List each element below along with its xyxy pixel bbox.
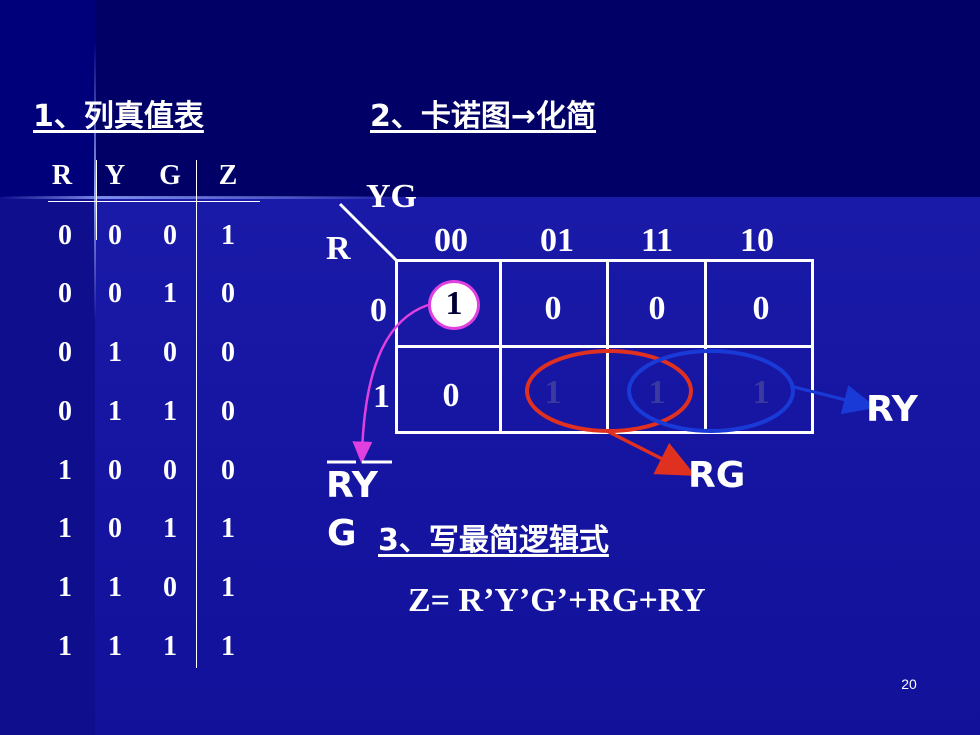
- table-cell: 1: [221, 513, 235, 544]
- kmap-row-label: 0: [370, 292, 387, 329]
- kmap-cell-value: 0: [752, 290, 770, 327]
- table-cell: 1: [221, 220, 235, 251]
- table-cell: 1: [163, 396, 177, 427]
- kmap-grid-line: [606, 259, 609, 434]
- table-cell: 1: [108, 337, 122, 368]
- heading-karnaugh-map: 2、卡诺图→化简: [370, 99, 597, 134]
- table-cell: 0: [221, 278, 235, 309]
- table-cell: 0: [221, 337, 235, 368]
- decorative-horizontal-line: [0, 196, 410, 199]
- table-cell: 1: [58, 513, 72, 544]
- kmap-cell-value: 0: [544, 290, 562, 327]
- kmap-cell-value: 1: [445, 285, 463, 322]
- ryg-arrow: [352, 303, 429, 464]
- kmap-cell-value: 1: [544, 374, 562, 411]
- rg-arrow: [604, 428, 696, 476]
- table-cell: 0: [58, 396, 72, 427]
- truth-table-header: Y: [104, 160, 126, 191]
- table-cell: 0: [58, 278, 72, 309]
- kmap-grid-line: [395, 259, 398, 434]
- rg-group-label: RG: [688, 455, 746, 496]
- kmap-grid-line: [704, 259, 707, 434]
- truth-table-header: Z: [218, 160, 238, 191]
- kmap-column-label: 00: [434, 222, 468, 259]
- ry-arrow: [789, 384, 877, 415]
- table-cell: 0: [58, 220, 72, 251]
- kmap-cell-value: 0: [648, 290, 666, 327]
- truth-table-header: R: [51, 160, 73, 191]
- table-cell: 0: [108, 513, 122, 544]
- kmap-grid-line: [395, 345, 814, 348]
- decorative-vertical-line: [94, 40, 96, 320]
- page-number: 20: [901, 676, 917, 692]
- ryg-group-label: RY: [326, 465, 378, 506]
- heading-logic-expression: 3、写最简逻辑式: [378, 523, 609, 558]
- table-cell: 0: [221, 396, 235, 427]
- table-cell: 1: [221, 572, 235, 603]
- table-cell: 0: [221, 455, 235, 486]
- kmap-grid-line: [499, 259, 502, 434]
- ry-group-loop: [627, 349, 795, 433]
- table-cell: 1: [108, 396, 122, 427]
- ryg-group-label-wrap: G: [327, 513, 357, 554]
- truth-table-header: G: [159, 160, 181, 191]
- table-cell: 1: [163, 513, 177, 544]
- truth-table-divider-2: [196, 160, 197, 668]
- kmap-column-variable: YG: [366, 178, 417, 215]
- rg-group-loop: [525, 349, 693, 433]
- kmap-minterm-circle: [428, 280, 480, 330]
- kmap-grid-line: [811, 259, 814, 434]
- table-cell: 1: [58, 572, 72, 603]
- truth-table-divider-1: [96, 160, 97, 240]
- kmap-column-label: 11: [640, 222, 674, 259]
- kmap-column-label: 01: [540, 222, 574, 259]
- kmap-row-label: 1: [373, 378, 390, 415]
- table-cell: 0: [58, 337, 72, 368]
- kmap-cell-value: 1: [648, 374, 666, 411]
- left-bar-lower-background: [0, 197, 95, 735]
- kmap-cell-value: 0: [442, 377, 460, 414]
- table-cell: 0: [163, 337, 177, 368]
- table-cell: 0: [163, 220, 177, 251]
- table-cell: 1: [58, 631, 72, 662]
- kmap-grid-line: [395, 259, 814, 262]
- kmap-column-label: 10: [740, 222, 774, 259]
- ry-group-label: RY: [866, 389, 918, 430]
- table-cell: 0: [108, 278, 122, 309]
- table-cell: 1: [221, 631, 235, 662]
- kmap-row-variable: R: [326, 230, 351, 267]
- table-cell: 0: [163, 572, 177, 603]
- table-cell: 1: [58, 455, 72, 486]
- table-cell: 0: [108, 220, 122, 251]
- table-cell: 1: [108, 572, 122, 603]
- table-cell: 1: [108, 631, 122, 662]
- kmap-cell-value: 1: [752, 374, 770, 411]
- table-cell: 1: [163, 631, 177, 662]
- truth-table-header-rule: [48, 201, 260, 202]
- table-cell: 0: [163, 455, 177, 486]
- logic-expression: Z= R’Y’G’+RG+RY: [408, 582, 706, 619]
- table-cell: 1: [163, 278, 177, 309]
- heading-truth-table: 1、列真值表: [33, 99, 204, 134]
- lower-panel-background: [0, 197, 980, 735]
- table-cell: 0: [108, 455, 122, 486]
- kmap-corner-diagonal: [338, 202, 399, 263]
